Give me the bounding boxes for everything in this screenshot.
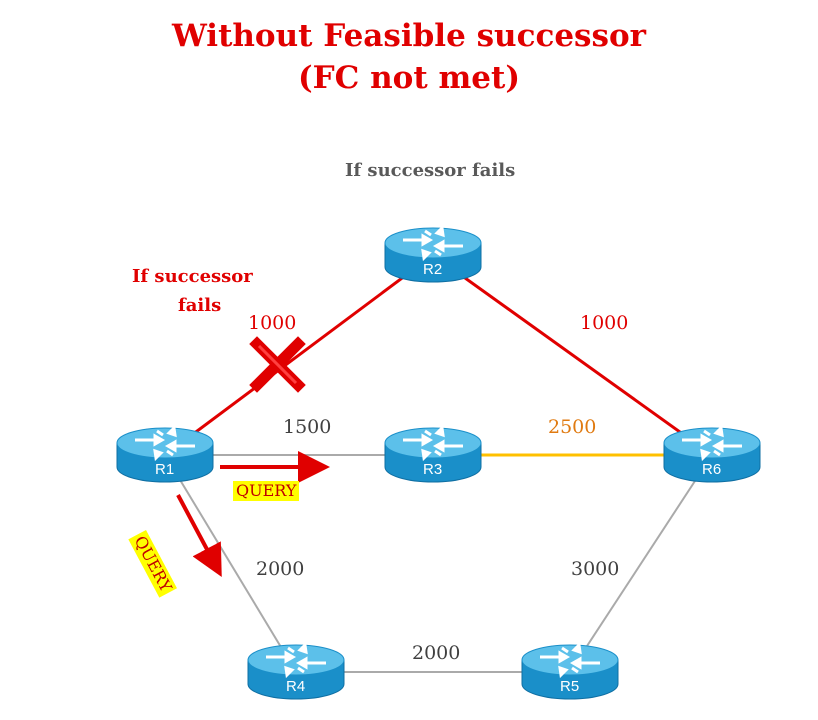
- router-label-r1: R1: [155, 461, 174, 478]
- caption-top: If successor fails: [345, 160, 516, 181]
- query-label-to-r3: QUERY: [233, 481, 300, 501]
- query-arrow-to-r4: [176, 494, 222, 578]
- router-label-r3: R3: [423, 461, 442, 478]
- metric-r1-r3: 1500: [283, 416, 331, 438]
- link-r6-r5: [569, 454, 713, 673]
- title-line-1: Without Feasible successor: [172, 18, 646, 54]
- link-r1-r4: [164, 454, 297, 673]
- failure-x-icon: [249, 336, 306, 393]
- router-arrows-icon: [540, 641, 600, 679]
- router-r5[interactable]: R5: [521, 641, 619, 700]
- metric-r4-r5: 2000: [412, 642, 460, 664]
- metric-r2-r6: 1000: [580, 312, 628, 334]
- router-label-r6: R6: [702, 461, 721, 478]
- router-r4[interactable]: R4: [247, 641, 345, 700]
- caption-left-line-2: fails: [178, 295, 222, 316]
- router-r2[interactable]: R2: [384, 224, 482, 283]
- router-arrows-icon: [403, 424, 463, 462]
- router-r3[interactable]: R3: [384, 424, 482, 483]
- router-arrows-icon: [403, 224, 463, 262]
- router-arrows-icon: [135, 424, 195, 462]
- metric-r3-r6: 2500: [548, 416, 596, 438]
- metric-r1-r4: 2000: [256, 558, 304, 580]
- metric-r1-r2: 1000: [248, 312, 296, 334]
- title-line-2: (FC not met): [298, 60, 520, 96]
- router-r1[interactable]: R1: [116, 424, 214, 483]
- router-arrows-icon: [682, 424, 742, 462]
- router-label-r5: R5: [560, 678, 579, 695]
- router-arrows-icon: [266, 641, 326, 679]
- link-r1-r2: [164, 253, 434, 457]
- caption-left-line-1: If successor: [132, 266, 253, 287]
- router-r6[interactable]: R6: [663, 424, 761, 483]
- router-label-r4: R4: [286, 678, 305, 695]
- router-label-r2: R2: [423, 261, 442, 278]
- metric-r6-r5: 3000: [571, 558, 619, 580]
- link-r2-r6: [432, 253, 713, 457]
